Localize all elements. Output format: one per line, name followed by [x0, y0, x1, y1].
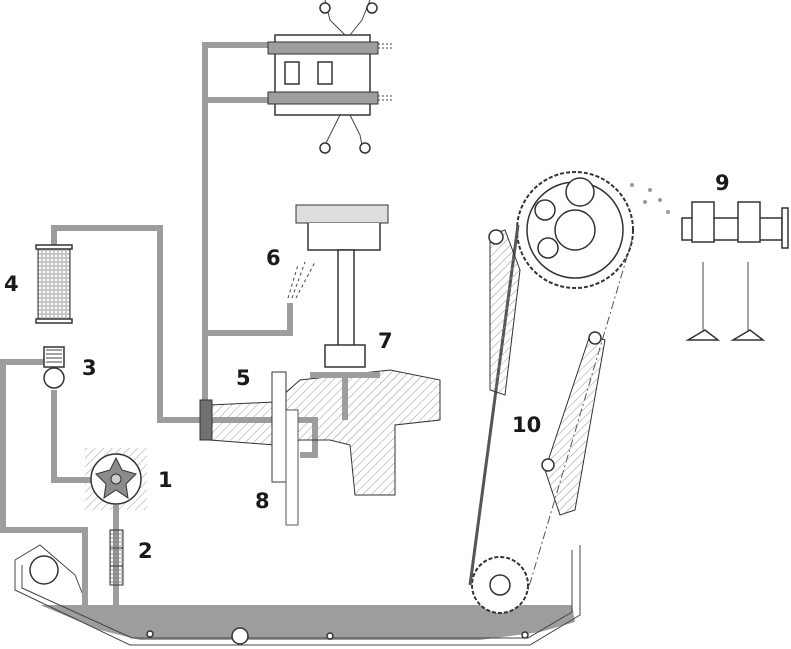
oil-sump [14, 544, 581, 646]
top-bearing [267, 0, 392, 154]
label-6: 6 [266, 246, 281, 270]
label-9: 9 [715, 171, 730, 195]
label-5: 5 [236, 366, 251, 390]
piston-assembly [287, 204, 389, 368]
oil-filter [35, 244, 73, 324]
relief-valve [43, 346, 65, 389]
label-8: 8 [255, 489, 270, 513]
oil-pump [85, 448, 147, 510]
part-labels: 1 2 3 4 5 6 7 8 9 10 [4, 171, 730, 563]
label-3: 3 [82, 356, 97, 380]
label-4: 4 [4, 272, 19, 296]
strainer [109, 529, 124, 586]
camshaft [630, 183, 789, 341]
crankshaft [199, 369, 441, 526]
label-7: 7 [378, 329, 393, 353]
label-2: 2 [138, 539, 153, 563]
label-1: 1 [158, 468, 173, 492]
label-10: 10 [512, 413, 541, 437]
cam-chain [468, 171, 634, 614]
oil-pipes [0, 42, 318, 605]
